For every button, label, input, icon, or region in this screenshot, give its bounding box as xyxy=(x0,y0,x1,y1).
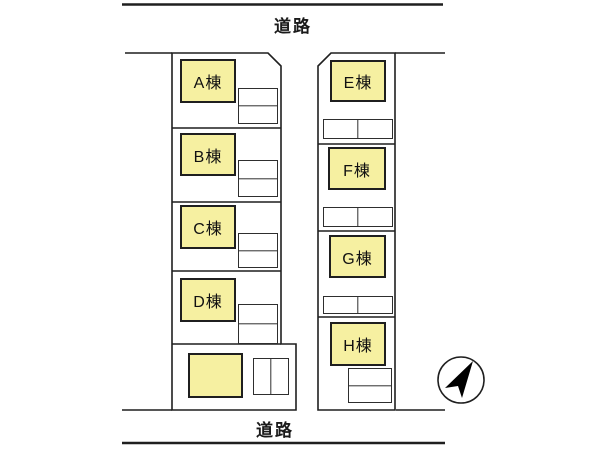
building-e: E棟 xyxy=(330,60,386,102)
stall-divider xyxy=(349,384,391,387)
building-label: C棟 xyxy=(193,221,223,238)
compass-needle xyxy=(445,361,473,398)
d-parking-stalls xyxy=(238,304,278,344)
building-d: D棟 xyxy=(180,278,236,322)
h-parking-stalls xyxy=(348,368,392,403)
building-label: A棟 xyxy=(193,75,223,92)
south-parking-stalls xyxy=(253,358,289,395)
stall-divider xyxy=(239,177,277,180)
building-label: E棟 xyxy=(343,75,373,92)
building-label: H棟 xyxy=(343,338,373,355)
stall-divider xyxy=(239,249,277,252)
building-south-unlabeled xyxy=(188,353,243,398)
f-parking-stalls xyxy=(323,207,393,227)
road-label-bottom: 道路 xyxy=(256,421,294,440)
stall-divider xyxy=(357,208,359,226)
building-h: H棟 xyxy=(330,322,386,366)
stall-divider xyxy=(357,120,359,138)
c-parking-stalls xyxy=(238,233,278,268)
building-label: F棟 xyxy=(343,162,371,180)
stall-divider xyxy=(239,323,277,325)
building-label: G棟 xyxy=(342,250,373,268)
building-a: A棟 xyxy=(180,59,236,103)
stall-divider xyxy=(239,105,277,107)
building-b: B棟 xyxy=(180,133,236,176)
building-f: F棟 xyxy=(328,147,386,190)
building-c: C棟 xyxy=(180,205,236,249)
road-label-top: 道路 xyxy=(274,17,312,36)
b-parking-stalls xyxy=(238,160,278,197)
west-lot-outline xyxy=(171,52,297,411)
building-label: B棟 xyxy=(193,148,223,166)
east-lot-outline xyxy=(317,52,396,411)
stall-divider xyxy=(270,359,272,394)
e-parking-stalls xyxy=(323,119,393,139)
building-g: G棟 xyxy=(329,235,386,278)
a-parking-stalls xyxy=(238,88,278,124)
stall-divider xyxy=(357,297,359,313)
g-parking-stalls xyxy=(323,296,393,314)
building-label: D棟 xyxy=(193,294,223,311)
